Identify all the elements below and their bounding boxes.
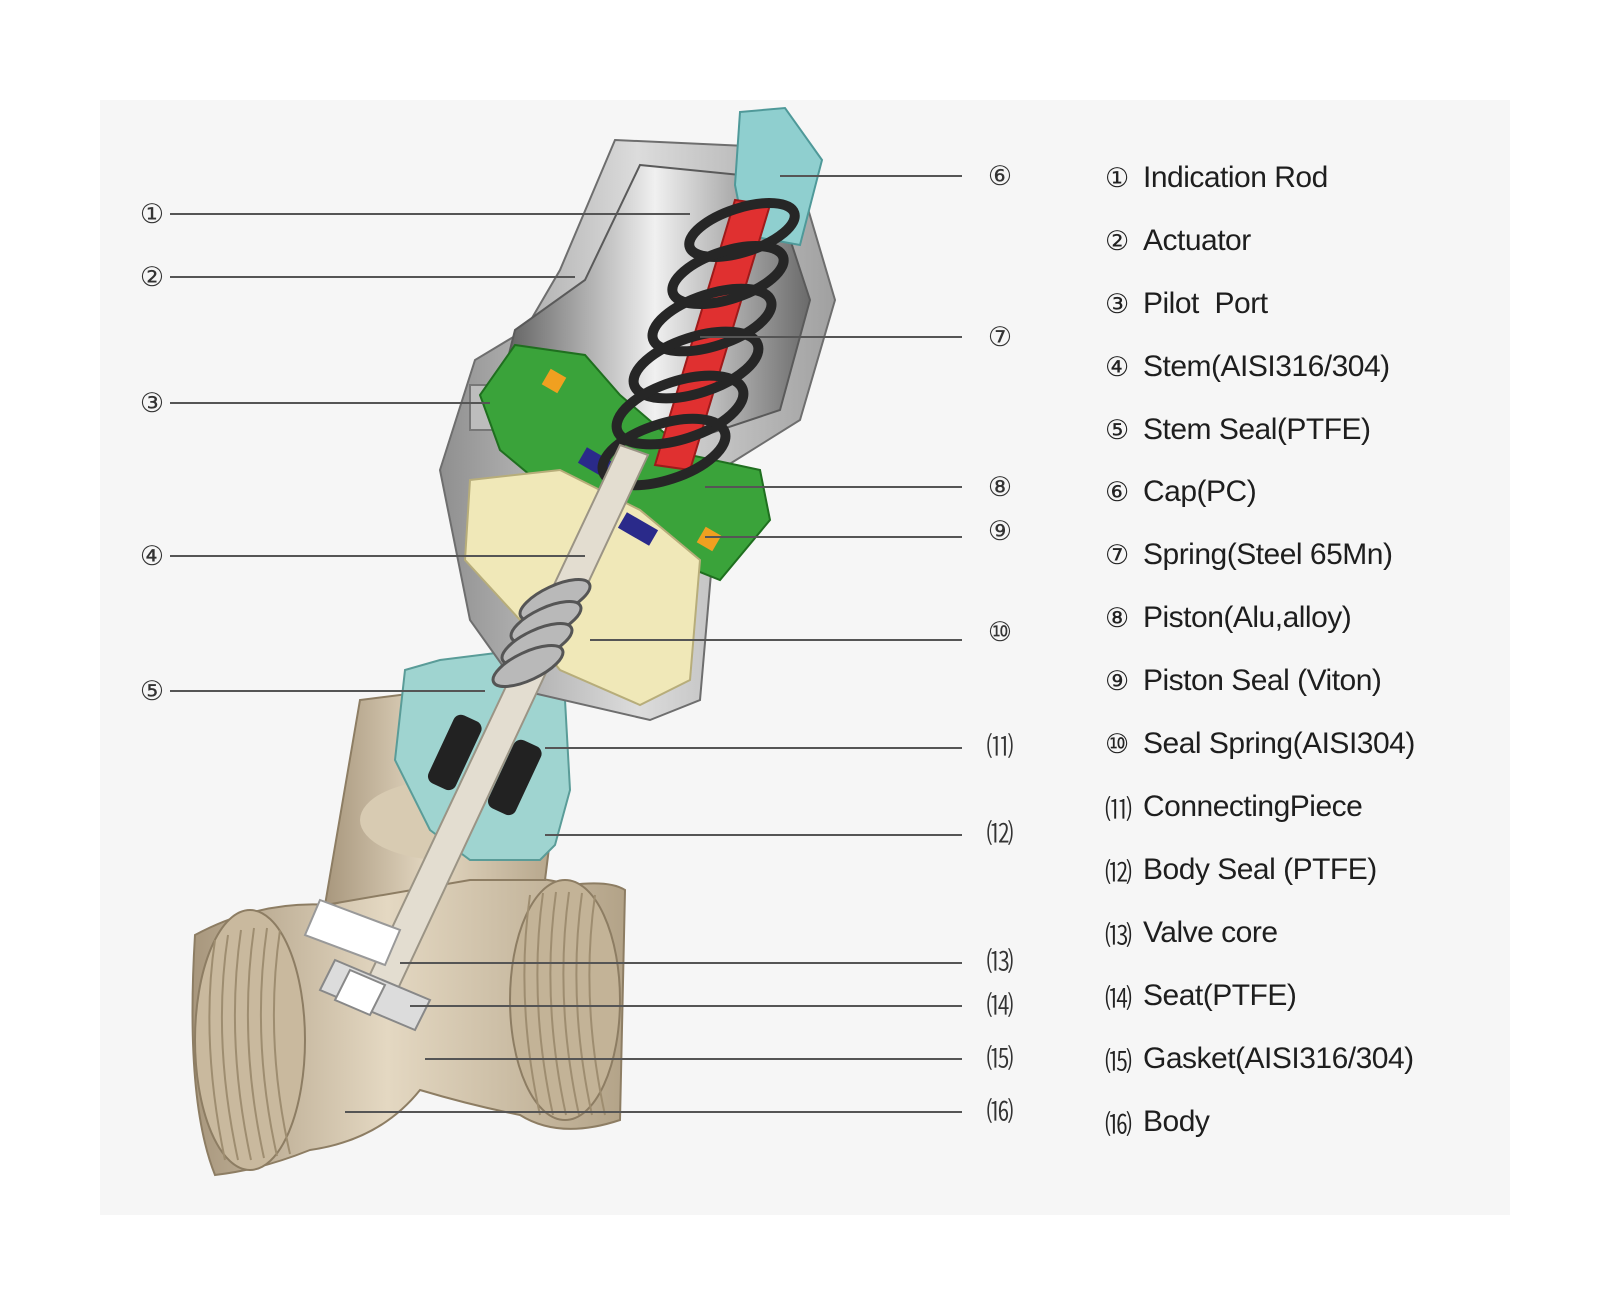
main-spring — [597, 198, 800, 491]
legend-item-11: ⑾ ConnectingPiece — [1105, 787, 1525, 827]
stem-seal — [427, 714, 542, 816]
legend-number: ⒃ — [1105, 1109, 1132, 1140]
seal-spring — [491, 578, 592, 688]
legend-label: Cap(PC) — [1143, 475, 1257, 508]
callout-12: ⑿ — [986, 819, 1014, 849]
callout-9: ⑨ — [987, 516, 1013, 546]
callout-15: ⒂ — [986, 1044, 1014, 1074]
legend-item-6: ⑥ Cap(PC) — [1105, 472, 1525, 512]
legend-number: ⑨ — [1105, 665, 1130, 696]
callout-1: ① — [139, 199, 165, 229]
callout-10: ⑩ — [987, 617, 1013, 647]
legend-item-5: ⑤ Stem Seal(PTFE) — [1105, 410, 1525, 450]
legend-label: Valve core — [1143, 916, 1278, 949]
legend-label: Body — [1143, 1105, 1210, 1138]
legend-number: ⒂ — [1105, 1046, 1132, 1077]
legend-number: ⑥ — [1105, 476, 1130, 507]
callout-5: ⑤ — [139, 676, 165, 706]
valve-core-seat — [303, 898, 432, 1032]
legend-label: ConnectingPiece — [1143, 790, 1363, 823]
callout-3: ③ — [139, 388, 165, 418]
legend-item-13: ⒀ Valve core — [1105, 913, 1525, 953]
legend-label: Actuator — [1143, 224, 1251, 257]
legend-item-14: ⒁ Seat(PTFE) — [1105, 976, 1525, 1016]
legend-number: ⑿ — [1105, 857, 1132, 888]
legend-item-3: ③ Pilot Port — [1105, 284, 1525, 324]
callout-16: ⒃ — [986, 1097, 1014, 1127]
callout-6: ⑥ — [987, 161, 1013, 191]
thread-lines — [208, 891, 606, 1161]
legend-label: Spring(Steel 65Mn) — [1143, 538, 1393, 571]
legend-item-9: ⑨ Piston Seal (Viton) — [1105, 661, 1525, 701]
callout-14: ⒁ — [986, 991, 1014, 1021]
legend-label: Pilot Port — [1143, 287, 1268, 320]
legend-label: Gasket(AISI316/304) — [1143, 1042, 1414, 1075]
callout-8: ⑧ — [987, 472, 1013, 502]
legend-item-2: ② Actuator — [1105, 221, 1525, 261]
legend-number: ③ — [1105, 288, 1130, 319]
legend-label: Stem Seal(PTFE) — [1143, 413, 1371, 446]
legend-label: Body Seal (PTFE) — [1143, 853, 1377, 886]
legend-item-8: ⑧ Piston(Alu,alloy) — [1105, 598, 1525, 638]
legend-number: ⑧ — [1105, 602, 1130, 633]
legend-item-4: ④ Stem(AISI316/304) — [1105, 347, 1525, 387]
legend-label: Piston Seal (Viton) — [1143, 664, 1382, 697]
legend-number: ⑩ — [1105, 728, 1130, 759]
legend-item-12: ⑿ Body Seal (PTFE) — [1105, 850, 1525, 890]
legend-label: Stem(AISI316/304) — [1143, 350, 1390, 383]
legend-item-7: ⑦ Spring(Steel 65Mn) — [1105, 535, 1525, 575]
callout-4: ④ — [139, 541, 165, 571]
legend-number: ⑤ — [1105, 414, 1130, 445]
legend-number: ① — [1105, 162, 1130, 193]
legend-label: Seat(PTFE) — [1143, 979, 1297, 1012]
legend-item-10: ⑩ Seal Spring(AISI304) — [1105, 724, 1525, 764]
legend-label: Piston(Alu,alloy) — [1143, 601, 1352, 634]
callout-11: ⑾ — [986, 732, 1014, 762]
legend-number: ② — [1105, 225, 1130, 256]
legend-item-1: ① Indication Rod — [1105, 158, 1525, 198]
legend-item-15: ⒂ Gasket(AISI316/304) — [1105, 1039, 1525, 1079]
legend-label: Seal Spring(AISI304) — [1143, 727, 1415, 760]
legend-label: Indication Rod — [1143, 161, 1328, 194]
legend-item-16: ⒃ Body — [1105, 1102, 1525, 1142]
callout-2: ② — [139, 262, 165, 292]
legend-number: ⒁ — [1105, 983, 1132, 1014]
legend-number: ⑦ — [1105, 539, 1130, 570]
callout-7: ⑦ — [987, 322, 1013, 352]
legend-number: ⑾ — [1105, 794, 1132, 825]
legend-number: ⒀ — [1105, 920, 1132, 951]
legend-number: ④ — [1105, 351, 1130, 382]
callout-13: ⒀ — [986, 947, 1014, 977]
